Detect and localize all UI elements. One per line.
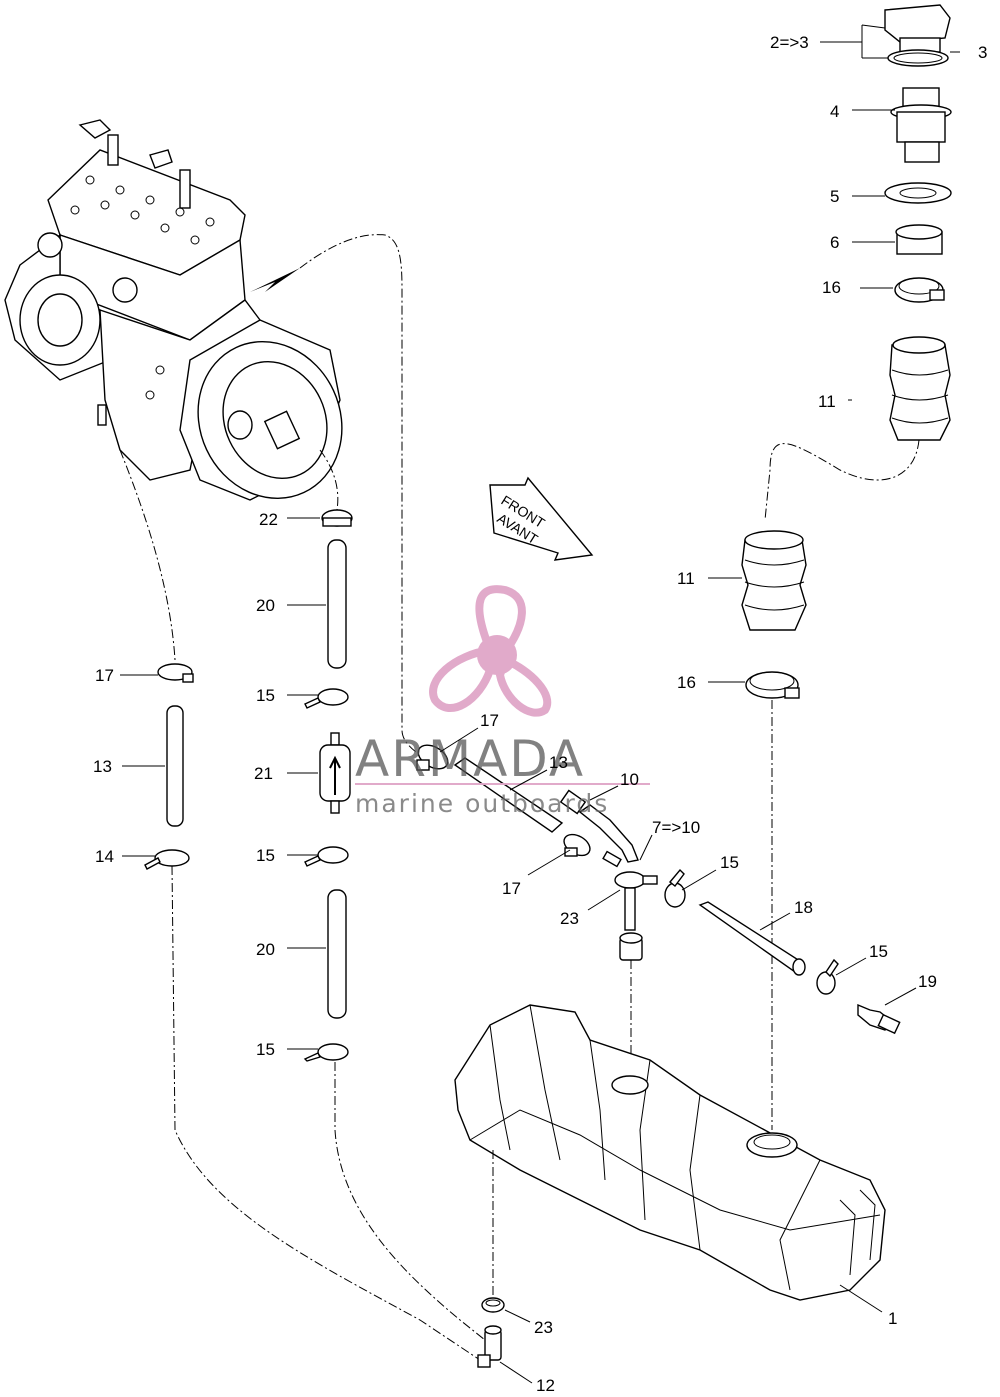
callout-11-upper: 11 <box>818 392 836 411</box>
callout-17-right-lower: 17 <box>502 879 521 898</box>
callout-4: 4 <box>830 102 839 121</box>
callout-16-upper: 16 <box>822 278 841 297</box>
callout-20-upper: 20 <box>256 596 275 615</box>
callout-19: 19 <box>918 972 937 991</box>
callout-14: 14 <box>95 847 114 866</box>
callout-13-right: 13 <box>549 753 568 772</box>
callout-23-upper: 23 <box>560 909 579 928</box>
check-valve-19 <box>857 1003 901 1035</box>
grommet-23-upper <box>619 932 643 961</box>
tee-fitting-7 <box>602 850 658 931</box>
clamp-15-c <box>303 1043 349 1062</box>
fuel-filter <box>319 732 351 814</box>
armada-watermark: ARMADA marine outboards <box>355 585 650 818</box>
callout-leaders <box>120 24 960 1384</box>
callout-1: 1 <box>888 1309 897 1328</box>
callout-17-left: 17 <box>95 666 114 685</box>
fitting-10 <box>559 789 587 815</box>
gasket-washer <box>884 182 952 204</box>
callout-15-e: 15 <box>869 942 888 961</box>
filler-nut <box>895 224 943 255</box>
callout-16-lower: 16 <box>677 673 696 692</box>
filler-hose-upper <box>889 336 951 441</box>
clamp-15-d <box>664 868 686 908</box>
clamp-14 <box>144 849 190 870</box>
clamp-15-b <box>304 846 349 867</box>
callout-20-lower: 20 <box>256 940 275 959</box>
filler-hose-lower <box>741 530 807 631</box>
callout-labels: 2=>3 3 4 5 6 16 11 11 16 22 20 17 15 13 … <box>93 33 987 1395</box>
callout-3: 3 <box>978 43 987 62</box>
fuel-cap-assembly <box>884 4 951 67</box>
engine-inlet-arrow <box>250 268 300 292</box>
hose-clamp-upper <box>894 277 945 303</box>
callout-5: 5 <box>830 187 839 206</box>
fuel-pickup-12 <box>477 1325 502 1368</box>
callout-7-10: 7=>10 <box>652 818 700 837</box>
vent-hose-18 <box>698 901 805 973</box>
callout-11-lower: 11 <box>677 569 695 588</box>
grommet-23-lower <box>481 1297 505 1313</box>
callout-2-3: 2=>3 <box>770 33 809 52</box>
fuel-tank <box>454 1004 886 1301</box>
callout-23-lower: 23 <box>534 1318 553 1337</box>
hose-13-left <box>166 705 184 827</box>
callout-6: 6 <box>830 233 839 252</box>
clamp-15-e <box>816 958 839 995</box>
clamp-22 <box>321 509 353 527</box>
clamp-17-left <box>157 663 194 683</box>
clamp-15-a <box>304 688 349 709</box>
callout-17-right-upper: 17 <box>480 711 499 730</box>
propeller-logo <box>429 585 552 717</box>
hose-20-upper <box>327 539 347 669</box>
callout-12: 12 <box>536 1376 555 1395</box>
hose-13-right <box>453 757 564 833</box>
engine-assembly <box>4 119 343 501</box>
callout-15-c: 15 <box>256 1040 275 1059</box>
callout-15-b: 15 <box>256 846 275 865</box>
callout-21: 21 <box>254 764 273 783</box>
front-direction-arrow: FRONT AVANT <box>489 476 594 561</box>
watermark-tagline: marine outboards <box>355 789 609 818</box>
callout-18: 18 <box>794 898 813 917</box>
callout-13-left: 13 <box>93 757 112 776</box>
callout-15-d: 15 <box>720 853 739 872</box>
clamp-17-right-lower <box>563 833 591 857</box>
hose-20-lower <box>327 889 347 1019</box>
hose-clamp-lower <box>745 671 800 699</box>
filler-neck <box>890 87 952 163</box>
watermark-brand: ARMADA <box>355 730 585 788</box>
clamp-17-right-upper <box>416 744 449 771</box>
callout-10: 10 <box>620 770 639 789</box>
callout-15-a: 15 <box>256 686 275 705</box>
callout-22: 22 <box>259 510 278 529</box>
